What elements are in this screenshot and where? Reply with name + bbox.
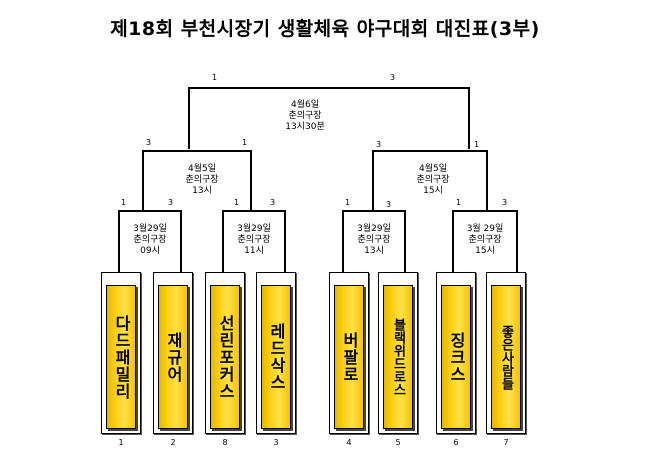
page-title: 제18회 부천시장기 생활체육 야구대회 대진표(3부) <box>110 18 540 40</box>
sf-right-score-right: 1 <box>474 140 480 149</box>
r1-m4-date: 3월 29일 <box>466 224 504 234</box>
sf-left-score-right: 1 <box>242 138 248 147</box>
team-name-5: 버팔로 <box>340 331 359 383</box>
team-box-5: 버팔로 <box>329 272 369 434</box>
r1-m3-leg-l <box>342 210 344 272</box>
r1-m4-score-left: 1 <box>456 198 462 207</box>
r1-m4-leg-l <box>452 210 454 272</box>
team-card-5: 버팔로 <box>334 285 364 429</box>
r1-m1-leg-r <box>180 210 182 272</box>
final-venue: 춘의구장 <box>288 111 322 121</box>
r1-m2-leg-l <box>222 210 224 272</box>
final-score-left: 1 <box>212 73 218 82</box>
seed-5: 4 <box>346 438 352 447</box>
final-right-leg <box>468 87 470 149</box>
sf-right-score-left: 3 <box>376 140 382 149</box>
r1-m4-score-right: 3 <box>502 198 508 207</box>
team-name-8: 좋은사람들 <box>498 324 514 390</box>
team-card-6: 블랙위드로스 <box>383 285 413 429</box>
sf-right-bar <box>372 150 488 152</box>
r1-m3-info: 3월29일 춘의구장 13시 <box>339 224 409 257</box>
final-top-bar <box>188 87 470 89</box>
final-left-leg <box>188 87 190 149</box>
team-name-1: 다드패밀리 <box>112 314 131 400</box>
sf-right-info: 4월5일 춘의구장 15시 <box>398 164 468 197</box>
r1-m1-leg-l <box>118 210 120 272</box>
team-card-2: 재규어 <box>158 285 188 429</box>
sf-left-bar <box>142 150 252 152</box>
sf-left-date: 4월5일 <box>187 164 216 174</box>
sf-left-score-top: 3 <box>146 138 152 147</box>
r1-m2-date: 3월29일 <box>237 224 271 234</box>
r1-m1-date: 3월29일 <box>133 224 167 234</box>
r1-m2-venue: 춘의구장 <box>237 235 271 245</box>
r1-m3-score-left: 1 <box>345 198 351 207</box>
r1-m2-score-right: 3 <box>270 198 276 207</box>
team-card-8: 좋은사람들 <box>491 285 521 429</box>
team-card-1: 다드패밀리 <box>106 285 136 429</box>
r1-m2-score-left: 1 <box>234 198 240 207</box>
r1-m3-venue: 춘의구장 <box>357 235 391 245</box>
team-box-2: 재규어 <box>153 272 193 434</box>
team-name-7: 징크스 <box>447 331 466 383</box>
r1-m1-venue: 춘의구장 <box>133 235 167 245</box>
team-name-3: 선린포커스 <box>216 314 235 400</box>
r1-m1-info: 3월29일 춘의구장 09시 <box>115 224 185 257</box>
r1-m2-time: 11시 <box>244 246 264 256</box>
seed-1: 1 <box>118 438 124 447</box>
r1-m4-leg-r <box>516 210 518 272</box>
r1-m2-info: 3월29일 춘의구장 11시 <box>219 224 289 257</box>
sf-left-leg-r <box>250 150 252 212</box>
r1-m3-leg-r <box>404 210 406 272</box>
seed-6: 5 <box>395 438 401 447</box>
sf-right-time: 15시 <box>423 186 443 196</box>
team-box-7: 징크스 <box>436 272 476 434</box>
team-name-6: 블랙위드로스 <box>390 318 406 396</box>
team-name-2: 재규어 <box>164 331 183 383</box>
seed-3: 8 <box>222 438 228 447</box>
team-card-4: 레드삭스 <box>261 285 291 429</box>
r1-m1-score-left: 1 <box>121 198 127 207</box>
r1-m1-score-right: 3 <box>168 198 174 207</box>
sf-right-date: 4월5일 <box>418 164 447 174</box>
r1-m3-date: 3월29일 <box>357 224 391 234</box>
r1-m2-leg-r <box>284 210 286 272</box>
seed-2: 2 <box>170 438 176 447</box>
seed-4: 3 <box>273 438 279 447</box>
team-box-3: 선린포커스 <box>205 272 245 434</box>
sf-right-leg-l <box>372 150 374 212</box>
team-box-8: 좋은사람들 <box>486 272 526 434</box>
r1-m3-score-right: 3 <box>386 200 392 209</box>
r1-m3-bar <box>342 210 406 212</box>
sf-left-time: 13시 <box>192 186 212 196</box>
team-name-4: 레드삭스 <box>267 323 286 391</box>
sf-left-info: 4월5일 춘의구장 13시 <box>167 164 237 197</box>
r1-m4-venue: 춘의구장 <box>468 235 502 245</box>
r1-m1-time: 09시 <box>140 246 160 256</box>
sf-left-leg-l <box>142 150 144 212</box>
team-box-4: 레드삭스 <box>256 272 296 434</box>
team-box-6: 블랙위드로스 <box>378 272 418 434</box>
seed-8: 7 <box>503 438 509 447</box>
team-box-1: 다드패밀리 <box>101 272 141 434</box>
final-date: 4월6일 <box>290 100 319 110</box>
sf-right-venue: 춘의구장 <box>416 175 450 185</box>
final-time: 13시30분 <box>285 122 325 132</box>
r1-m3-time: 13시 <box>364 246 384 256</box>
sf-left-venue: 춘의구장 <box>185 175 219 185</box>
team-card-3: 선린포커스 <box>210 285 240 429</box>
team-card-7: 징크스 <box>441 285 471 429</box>
r1-m1-bar <box>118 210 182 212</box>
final-info: 4월6일 춘의구장 13시30분 <box>270 100 340 133</box>
final-score-right: 3 <box>390 73 396 82</box>
r1-m4-bar <box>452 210 518 212</box>
r1-m2-bar <box>222 210 286 212</box>
seed-7: 6 <box>453 438 459 447</box>
r1-m4-info: 3월 29일 춘의구장 15시 <box>449 224 521 257</box>
r1-m4-time: 15시 <box>475 246 495 256</box>
sf-right-leg-r <box>486 150 488 212</box>
